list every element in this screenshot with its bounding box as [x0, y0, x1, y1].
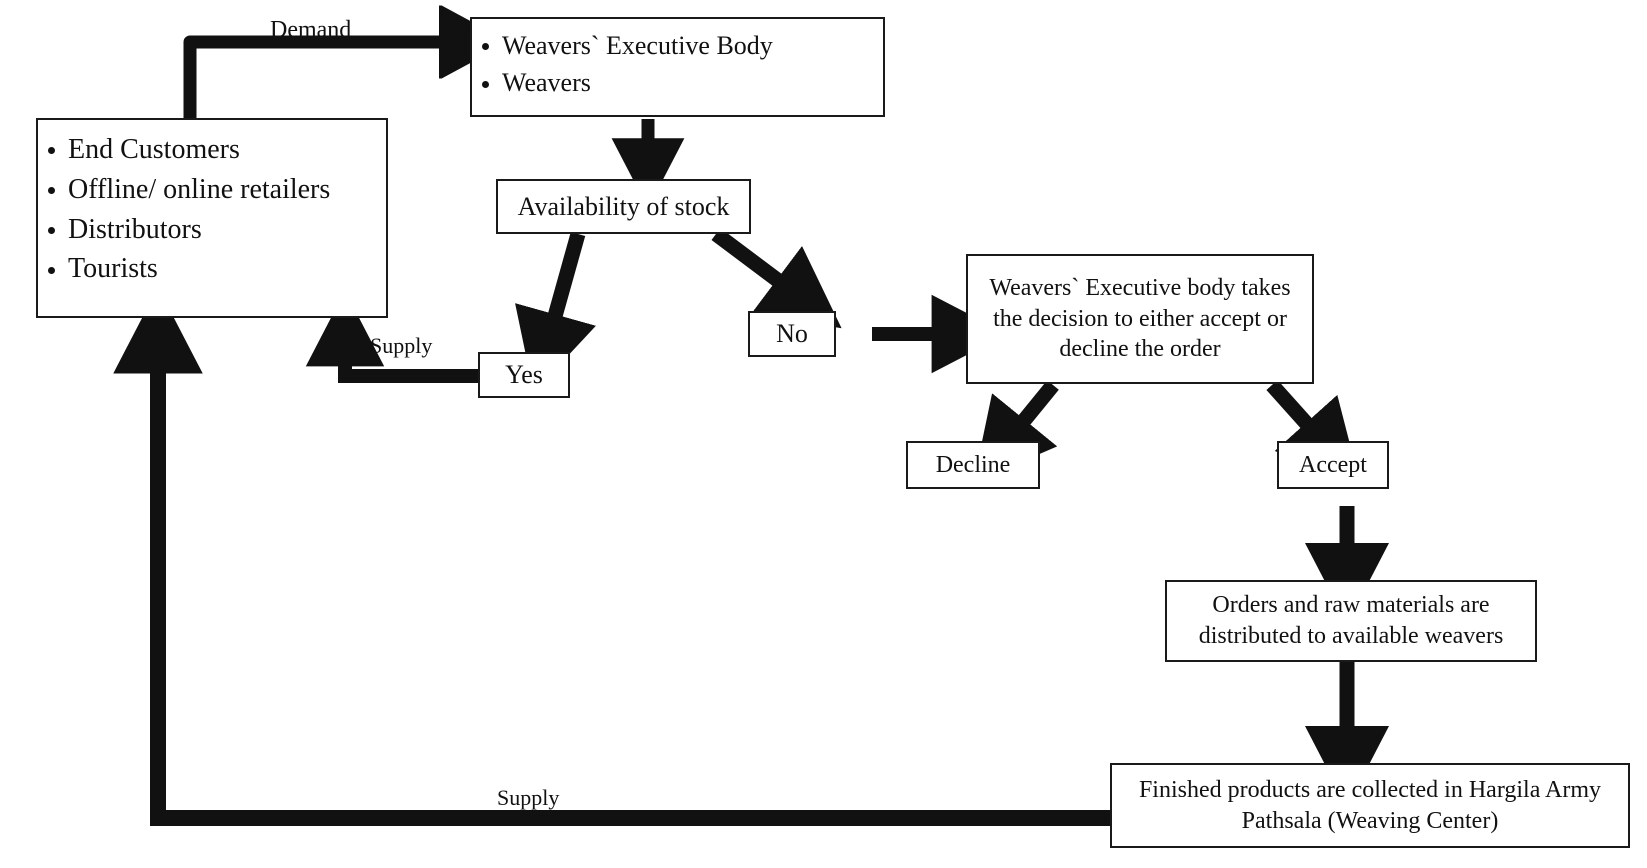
- node-label: Yes: [505, 360, 543, 390]
- node-yes[interactable]: Yes: [478, 352, 570, 398]
- node-label: Accept: [1299, 451, 1367, 478]
- node-label: Finished products are collected in Hargi…: [1138, 776, 1602, 834]
- arrow-stock-to-no: [711, 228, 842, 329]
- node-label: Decline: [935, 451, 1011, 478]
- edge-label-supply-yes: Supply: [370, 333, 433, 358]
- arrow-finished-supply-to-customers: [113, 287, 1122, 826]
- arrow-demand: [183, 42, 470, 124]
- node-accept[interactable]: Accept: [1277, 441, 1389, 489]
- node-label: Weavers` Executive body takes the decisi…: [989, 274, 1291, 363]
- list-item: Distributors: [42, 212, 382, 248]
- node-weavers-executive-body[interactable]: Weavers` Executive Body Weavers: [470, 17, 885, 117]
- node-label: Availability of stock: [517, 191, 730, 221]
- list-item: Offline/ online retailers: [42, 172, 382, 208]
- arrow-stock-to-yes: [515, 231, 596, 393]
- node-decision-accept-or-decline[interactable]: Weavers` Executive body takes the decisi…: [966, 254, 1314, 384]
- node-decline[interactable]: Decline: [906, 441, 1040, 489]
- node-end-customers[interactable]: End Customers Offline/ online retailers …: [36, 118, 388, 318]
- list-item: Tourists: [42, 251, 382, 287]
- edge-label-supply-bottom: Supply: [497, 785, 560, 810]
- node-finished-products-hargila[interactable]: Finished products are collected in Hargi…: [1110, 763, 1630, 848]
- node-availability-of-stock[interactable]: Availability of stock: [496, 179, 751, 234]
- list-item: End Customers: [42, 132, 382, 168]
- node-no[interactable]: No: [748, 311, 836, 357]
- list-item: Weavers: [476, 66, 879, 99]
- node-label: No: [776, 319, 808, 349]
- node-orders-raw-materials-distributed[interactable]: Orders and raw materials are distributed…: [1165, 580, 1537, 662]
- list-item: Weavers` Executive Body: [476, 29, 879, 62]
- edge-label-demand: Demand: [270, 17, 352, 43]
- node-label: Orders and raw materials are distributed…: [1198, 592, 1504, 649]
